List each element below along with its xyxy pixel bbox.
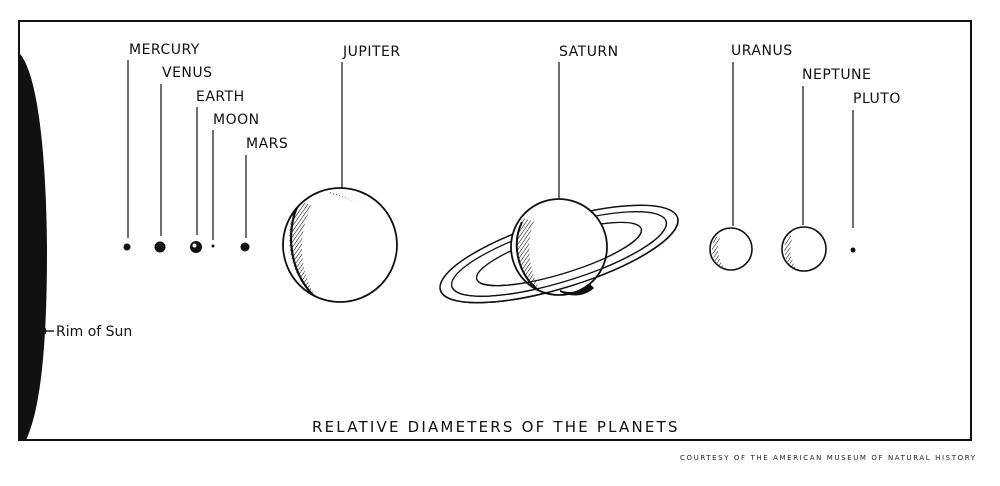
planet-label-pluto: PLUTO [853,91,901,107]
planet-label-venus: VENUS [162,65,213,81]
sun-rim [20,54,47,440]
planet-saturn: SATURN [439,44,679,304]
planet-pluto: PLUTO [850,91,901,253]
credit-line: COURTESY OF THE AMERICAN MUSEUM OF NATUR… [680,454,977,462]
planet-label-mars: MARS [246,136,288,152]
planet-mercury: MERCURY [123,42,200,251]
planet-label-mercury: MERCURY [129,42,200,58]
planet-label-earth: EARTH [196,89,245,105]
planet-label-moon: MOON [213,112,260,128]
planet-uranus: URANUS [709,43,793,271]
sun-rim-label: Rim of Sun [56,324,132,340]
planet-label-uranus: URANUS [731,43,793,59]
planet-moon: MOON [211,112,260,248]
planet-label-jupiter: JUPITER [342,44,401,60]
sun-rim-pointer [40,328,54,334]
planet-jupiter: JUPITER [282,44,401,303]
planet-neptune: NEPTUNE [781,67,871,272]
planet-mars: MARS [240,136,288,252]
planet-label-neptune: NEPTUNE [802,67,871,83]
planet-venus: VENUS [154,65,213,253]
diagram-frame [18,20,972,441]
planet-earth: EARTH [190,89,245,253]
diagram-title: RELATIVE DIAMETERS OF THE PLANETS [312,418,680,436]
planet-label-saturn: SATURN [559,44,619,60]
